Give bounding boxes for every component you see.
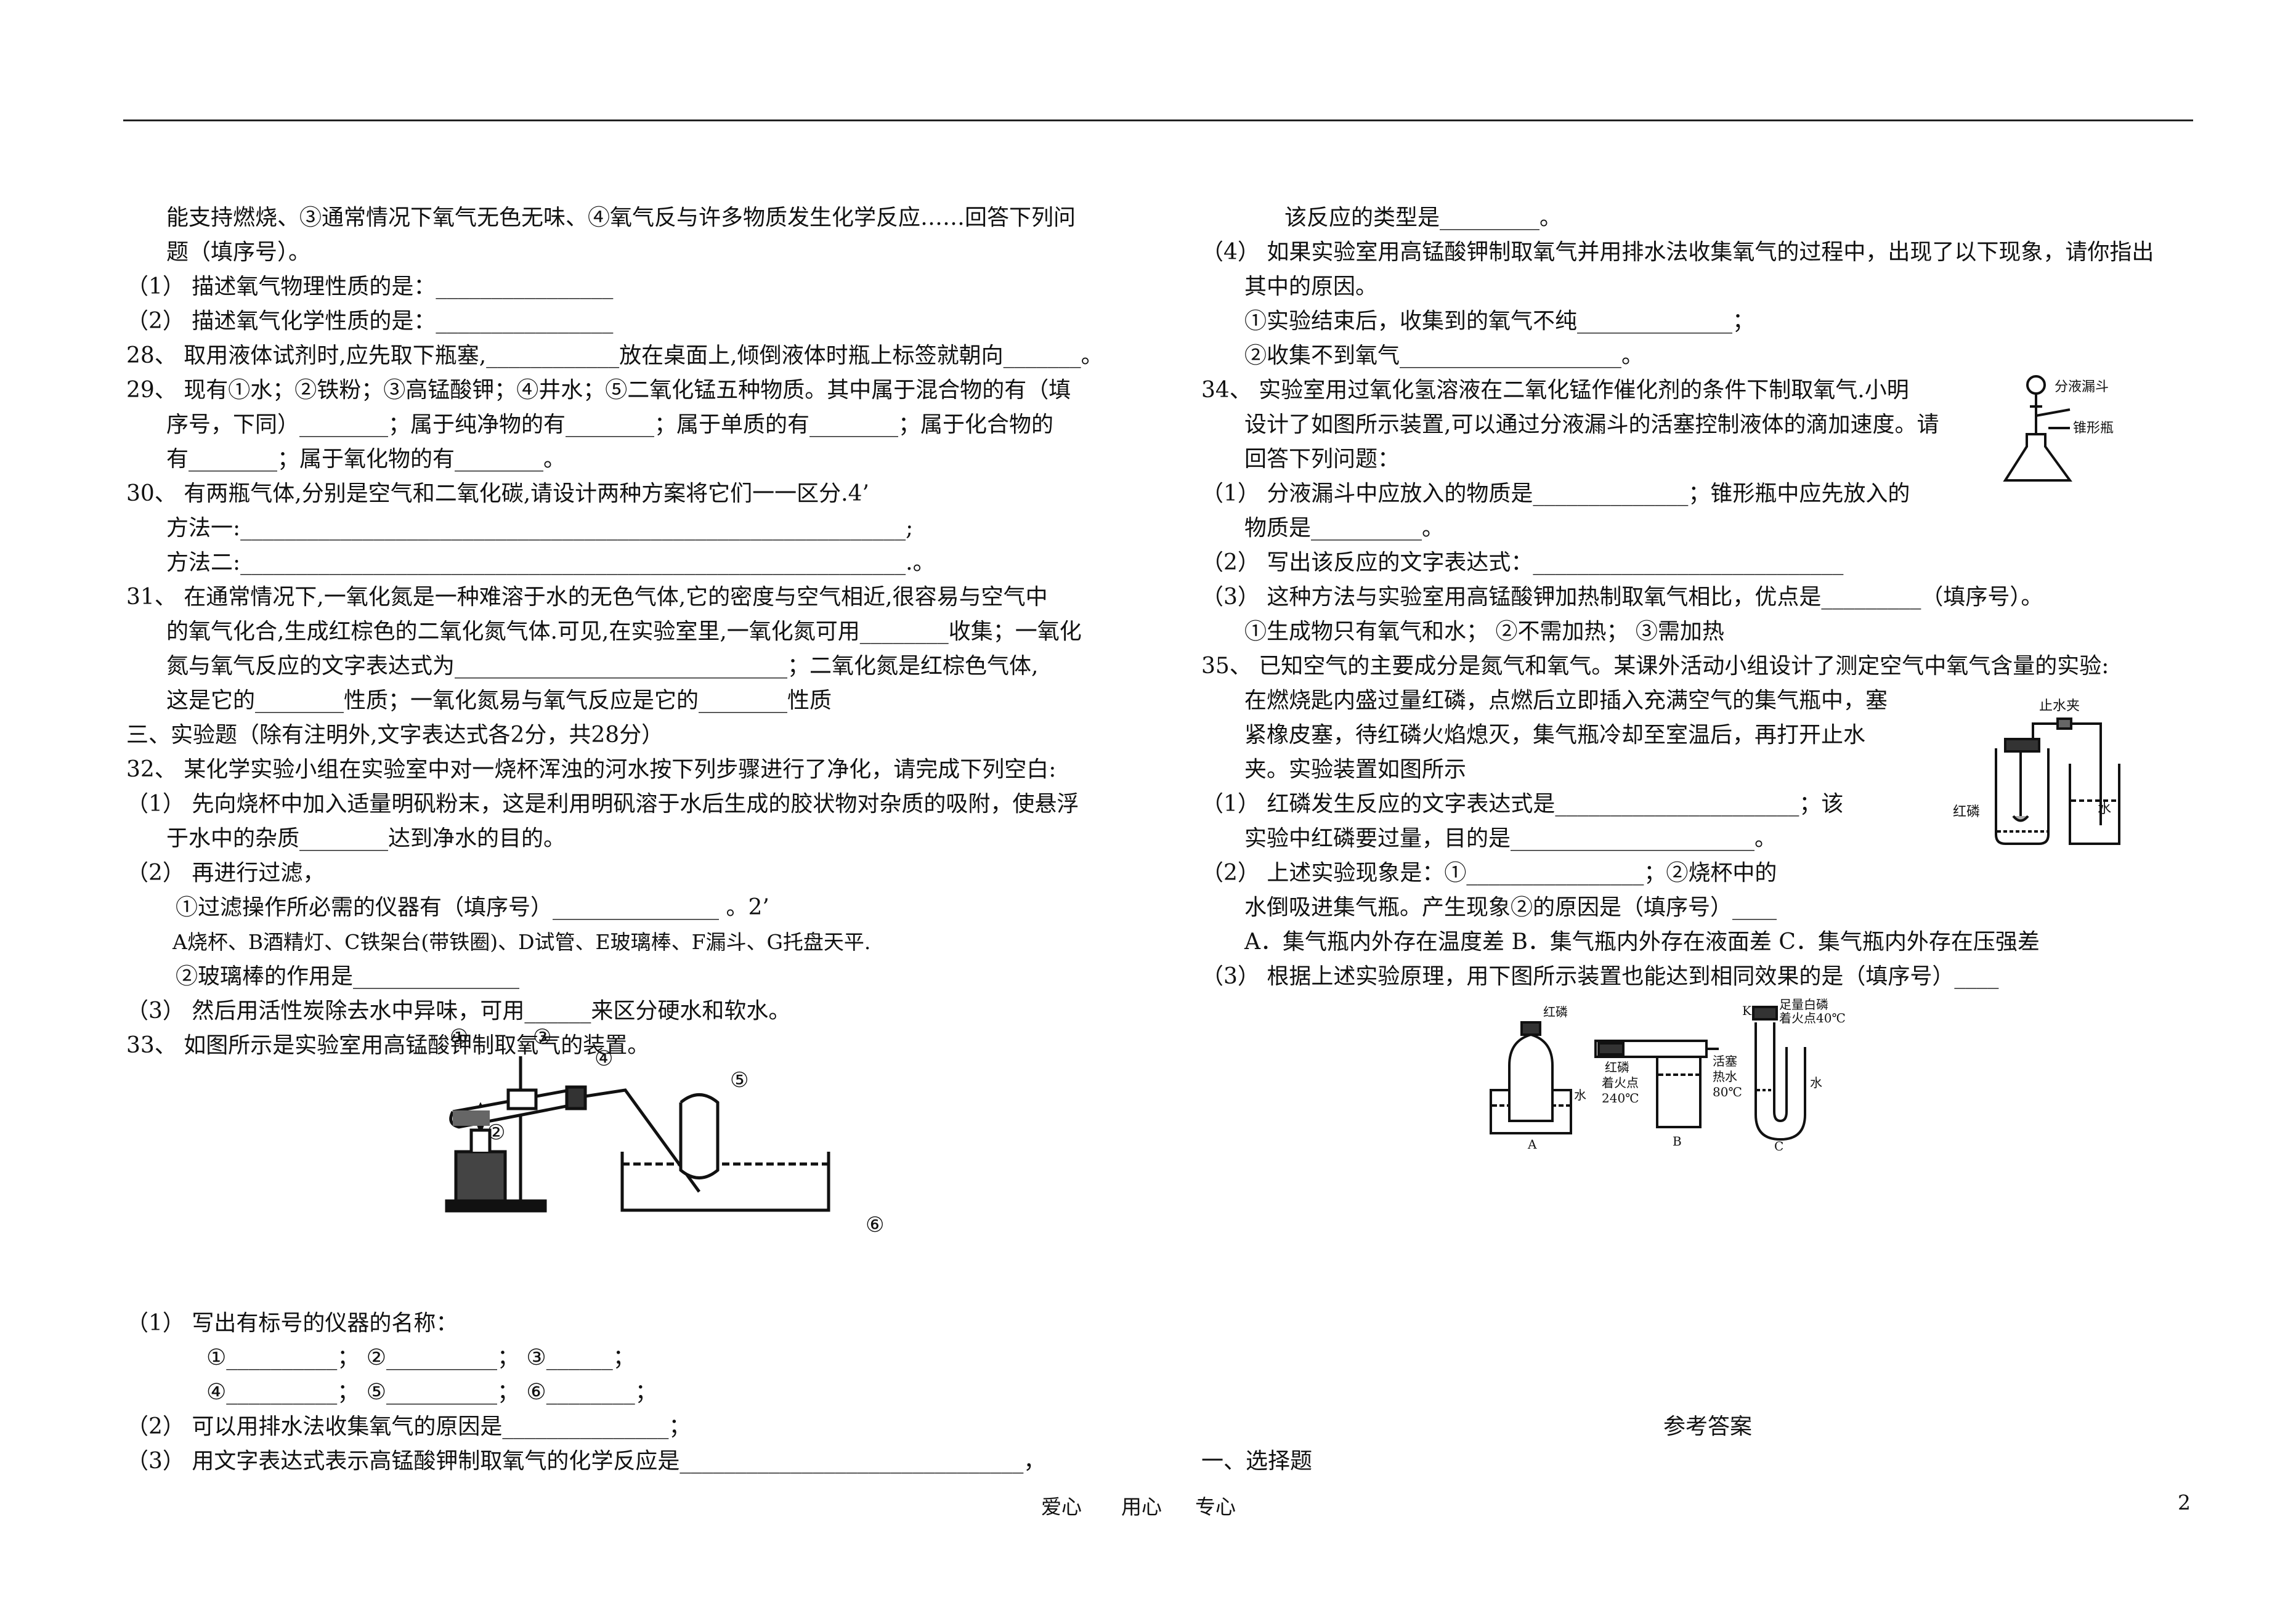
phosphorus-apparatus-figure: 止水夹 红磷 水 [1953,698,2120,845]
device-a-label: A [1527,1137,1537,1152]
device-b-ign: 着火点 [1602,1075,1639,1090]
text-line: 紧橡皮塞，待红磷火焰熄灭，集气瓶冷却至室温后，再打开止水 [1244,722,1866,748]
question-31: 31、 在通常情况下,一氧化氮是一种难溶于水的无色气体,它的密度与空气相近,很容… [126,584,1048,610]
question-33-4: （4） 如果实验室用高锰酸钾制取氧气并用排水法收集氧气的过程中，出现了以下现象，… [1201,240,2154,265]
text-line: 氮与氧气反应的文字表达式为___________________________… [166,653,1039,679]
device-b-temp: 80℃ [1713,1085,1742,1099]
text-line: 的氧气化合,生成红棕色的二氧化氮气体.可见,在实验室里,一氧化氮可用______… [166,619,1082,644]
kmno4-apparatus-figure: ① ② ③ ④ ⑤ ⑥ [445,1025,884,1237]
text-line: （2） 再进行过滤， [126,860,325,886]
funnel-label: 分液漏斗 [2055,379,2109,395]
text-line: ②收集不到氧气____________________。 [1244,343,1644,368]
text-line: （3） 然后用活性炭除去水中异味，可用______来区分硬水和软水。 [126,998,791,1024]
text-line: 这是它的________性质；一氧化氮易与氧气反应是它的________性质 [166,688,832,713]
text-line: A．集气瓶内外存在温度差 B．集气瓶内外存在液面差 C．集气瓶内外存在压强差 [1244,929,2040,955]
question-29: 29、 现有①水；②铁粉；③高锰酸钾；④井水；⑤二氧化锰五种物质。其中属于混合物… [126,378,1071,403]
text-line: 设计了如图所示装置,可以通过分液漏斗的活塞控制液体的滴加速度。请 [1244,412,1939,437]
device-b-ign-val: 240℃ [1602,1091,1639,1106]
question-35: 35、 已知空气的主要成分是氮气和氧气。某课外活动小组设计了测定空气中氧气含量的… [1201,653,2109,679]
question-32: 32、 某化学实验小组在实验室中对一烧杯浑浊的河水按下列步骤进行了净化，请完成下… [126,757,1057,782]
text-line: 在燃烧匙内盛过量红磷，点燃后立即插入充满空气的集气瓶中，塞 [1244,688,1888,713]
device-c-wp: 足量白磷 [1779,997,1828,1012]
text-line: （2） 上述实验现象是：①________________；②烧杯中的 [1201,860,1777,886]
text-line: ①实验结束后，收集到的氧气不纯______________； [1244,309,1755,334]
device-b-stop: 活塞 [1713,1054,1737,1069]
device-c-water: 水 [1810,1075,1822,1090]
figure-label: ② [487,1120,505,1145]
text-line: 能支持燃烧、③通常情况下氧气无色无味、④氧气反与许多物质发生化学反应……回答下列… [166,205,1076,230]
device-c-ign: 着火点40℃ [1779,1011,1846,1025]
page-number: 2 [2178,1490,2191,1514]
funnel-flask-figure: 分液漏斗 锥形瓶 [2003,375,2114,482]
question-34: 34、 实验室用过氧化氢溶液在二氧化锰作催化剂的条件下制取氧气.小明 [1201,378,1909,403]
text-line: 有________；属于氧化物的有________。 [166,447,566,472]
text-line: （1） 分液漏斗中应放入的物质是______________；锥形瓶中应先放入的 [1201,481,1910,506]
answer-section: 一、选择题 [1201,1449,1313,1474]
text-line: （1） 先向烧杯中加入适量明矾粉末，这是利用明矾溶于水后生成的胶状物对杂质的吸附… [126,791,1079,817]
device-a-phos: 红磷 [1543,1005,1568,1019]
figure-label: ③ [533,1025,551,1049]
header-rule [123,119,2193,121]
question-30: 30、 有两瓶气体,分别是空气和二氧化碳,请设计两种方案将它们一一区分.4’ [126,481,869,506]
footer-motto-1: 爱心 [1041,1495,1082,1519]
text-line: （2） 写出该反应的文字表达式：________________________… [1201,550,1844,575]
devices-abc-figure: 红磷 水 A 红磷 着火点 240℃ 活塞 热水 80℃ B K 足量白磷 着火… [1490,997,1846,1154]
figure-label: ⑤ [730,1068,748,1093]
question-33: 33、 如图所示是实验室用高锰酸钾制取氧气的装置。 [126,1033,650,1058]
text-line: （2） 描述氧气化学性质的是：________________ [126,309,614,334]
text-line: ①__________； ②__________； ③______； [206,1345,635,1370]
text-line: 夹。实验装置如图所示 [1244,757,1467,782]
figure-label: ① [450,1025,468,1049]
footer-motto-3: 专心 [1195,1495,1236,1519]
phosphorus-label: 红磷 [1953,804,1980,820]
device-b-phos: 红磷 [1605,1060,1629,1075]
text-line: 其中的原因。 [1244,274,1378,299]
text-line: （1） 红磷发生反应的文字表达式是______________________；… [1201,791,1844,817]
question-33-3: （3） 用文字表达式表示高锰酸钾制取氧气的化学反应是______________… [126,1449,1046,1474]
section-heading: 三、实验题（除有注明外,文字表达式各2分，共28分） [126,722,664,748]
device-b-label: B [1673,1134,1682,1149]
figure-label: ⑥ [866,1213,884,1237]
text-line: 题（填序号）。 [166,240,311,265]
text-line: ④__________； ⑤__________； ⑥________； [206,1380,657,1405]
device-b-hot: 热水 [1713,1069,1737,1084]
text-line: （1） 描述氧气物理性质的是：________________ [126,274,614,299]
text-line: 该反应的类型是_________。 [1284,205,1562,230]
flask-label: 锥形瓶 [2073,421,2114,436]
text-line: （3） 这种方法与实验室用高锰酸钾加热制取氧气相比，优点是_________（填… [1201,584,2043,610]
device-c-label: C [1774,1139,1783,1154]
instrument-list: A烧杯、B酒精灯、C铁架台(带铁圈)、D试管、E玻璃棒、F漏斗、G托盘天平. [172,930,871,954]
device-c-k: K [1742,1003,1752,1018]
text-line: 回答下列问题： [1244,447,1400,472]
figure-label: ④ [594,1046,613,1071]
text-line: 水倒吸进集气瓶。产生现象②的原因是（填序号）____ [1244,895,1777,920]
question-28: 28、 取用液体试剂时,应先取下瓶塞,____________放在桌面上,倾倒液… [126,343,1103,368]
question-33-2: （2） 可以用排水法收集氧气的原因是_______________； [126,1414,691,1439]
method-two: 方法二:____________________________________… [166,550,935,575]
answer-title: 参考答案 [1663,1414,1753,1439]
text-line: 序号，下同）________；属于纯净物的有________；属于单质的有___… [166,412,1054,437]
footer-motto-2: 用心 [1121,1495,1162,1519]
text-line: ①生成物只有氧气和水； ②不需加热； ③需加热 [1244,619,1724,644]
device-a-water: 水 [1574,1088,1586,1102]
clamp-label: 止水夹 [2039,698,2080,714]
text-line: 于水中的杂质________达到净水的目的。 [166,826,566,851]
text-line: （3） 根据上述实验原理，用下图所示装置也能达到相同效果的是（填序号）____ [1201,964,1999,989]
question-33-1: （1） 写出有标号的仪器的名称： [126,1311,458,1336]
text-line: 实验中红磷要过量，目的是______________________。 [1244,826,1777,851]
text-line: ①过滤操作所必需的仪器有（填序号）_______________ 。2’ [176,895,769,920]
method-one: 方法一:____________________________________… [166,515,914,541]
text-line: ②玻璃棒的作用是_______________ [176,964,520,989]
water-label: 水 [2098,801,2111,817]
text-line: 物质是__________。 [1244,515,1445,541]
